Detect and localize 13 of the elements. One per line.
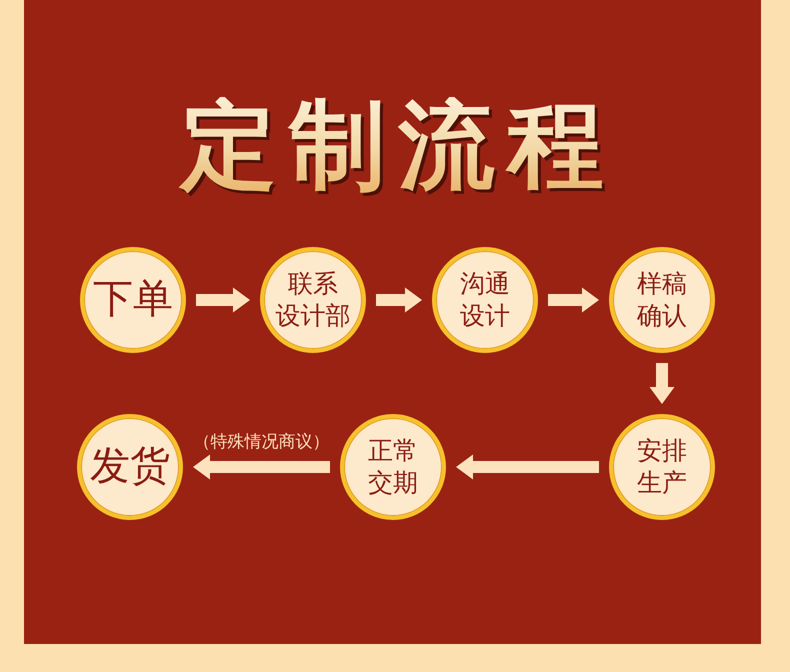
- step-label: 样稿确认: [636, 268, 688, 332]
- arrow: [196, 288, 250, 312]
- step-label: 安排生产: [636, 435, 688, 499]
- arrow: [456, 454, 599, 480]
- step-label: 联系设计部: [274, 268, 352, 332]
- step-label: 正常交期: [367, 435, 419, 499]
- step-label: 沟通设计: [459, 268, 511, 332]
- step-label: 下单: [93, 275, 173, 324]
- step-label: 发货: [90, 442, 170, 492]
- arrow: [650, 363, 674, 404]
- arrow: [193, 454, 330, 480]
- arrow: [548, 288, 599, 312]
- arrow: [376, 288, 422, 312]
